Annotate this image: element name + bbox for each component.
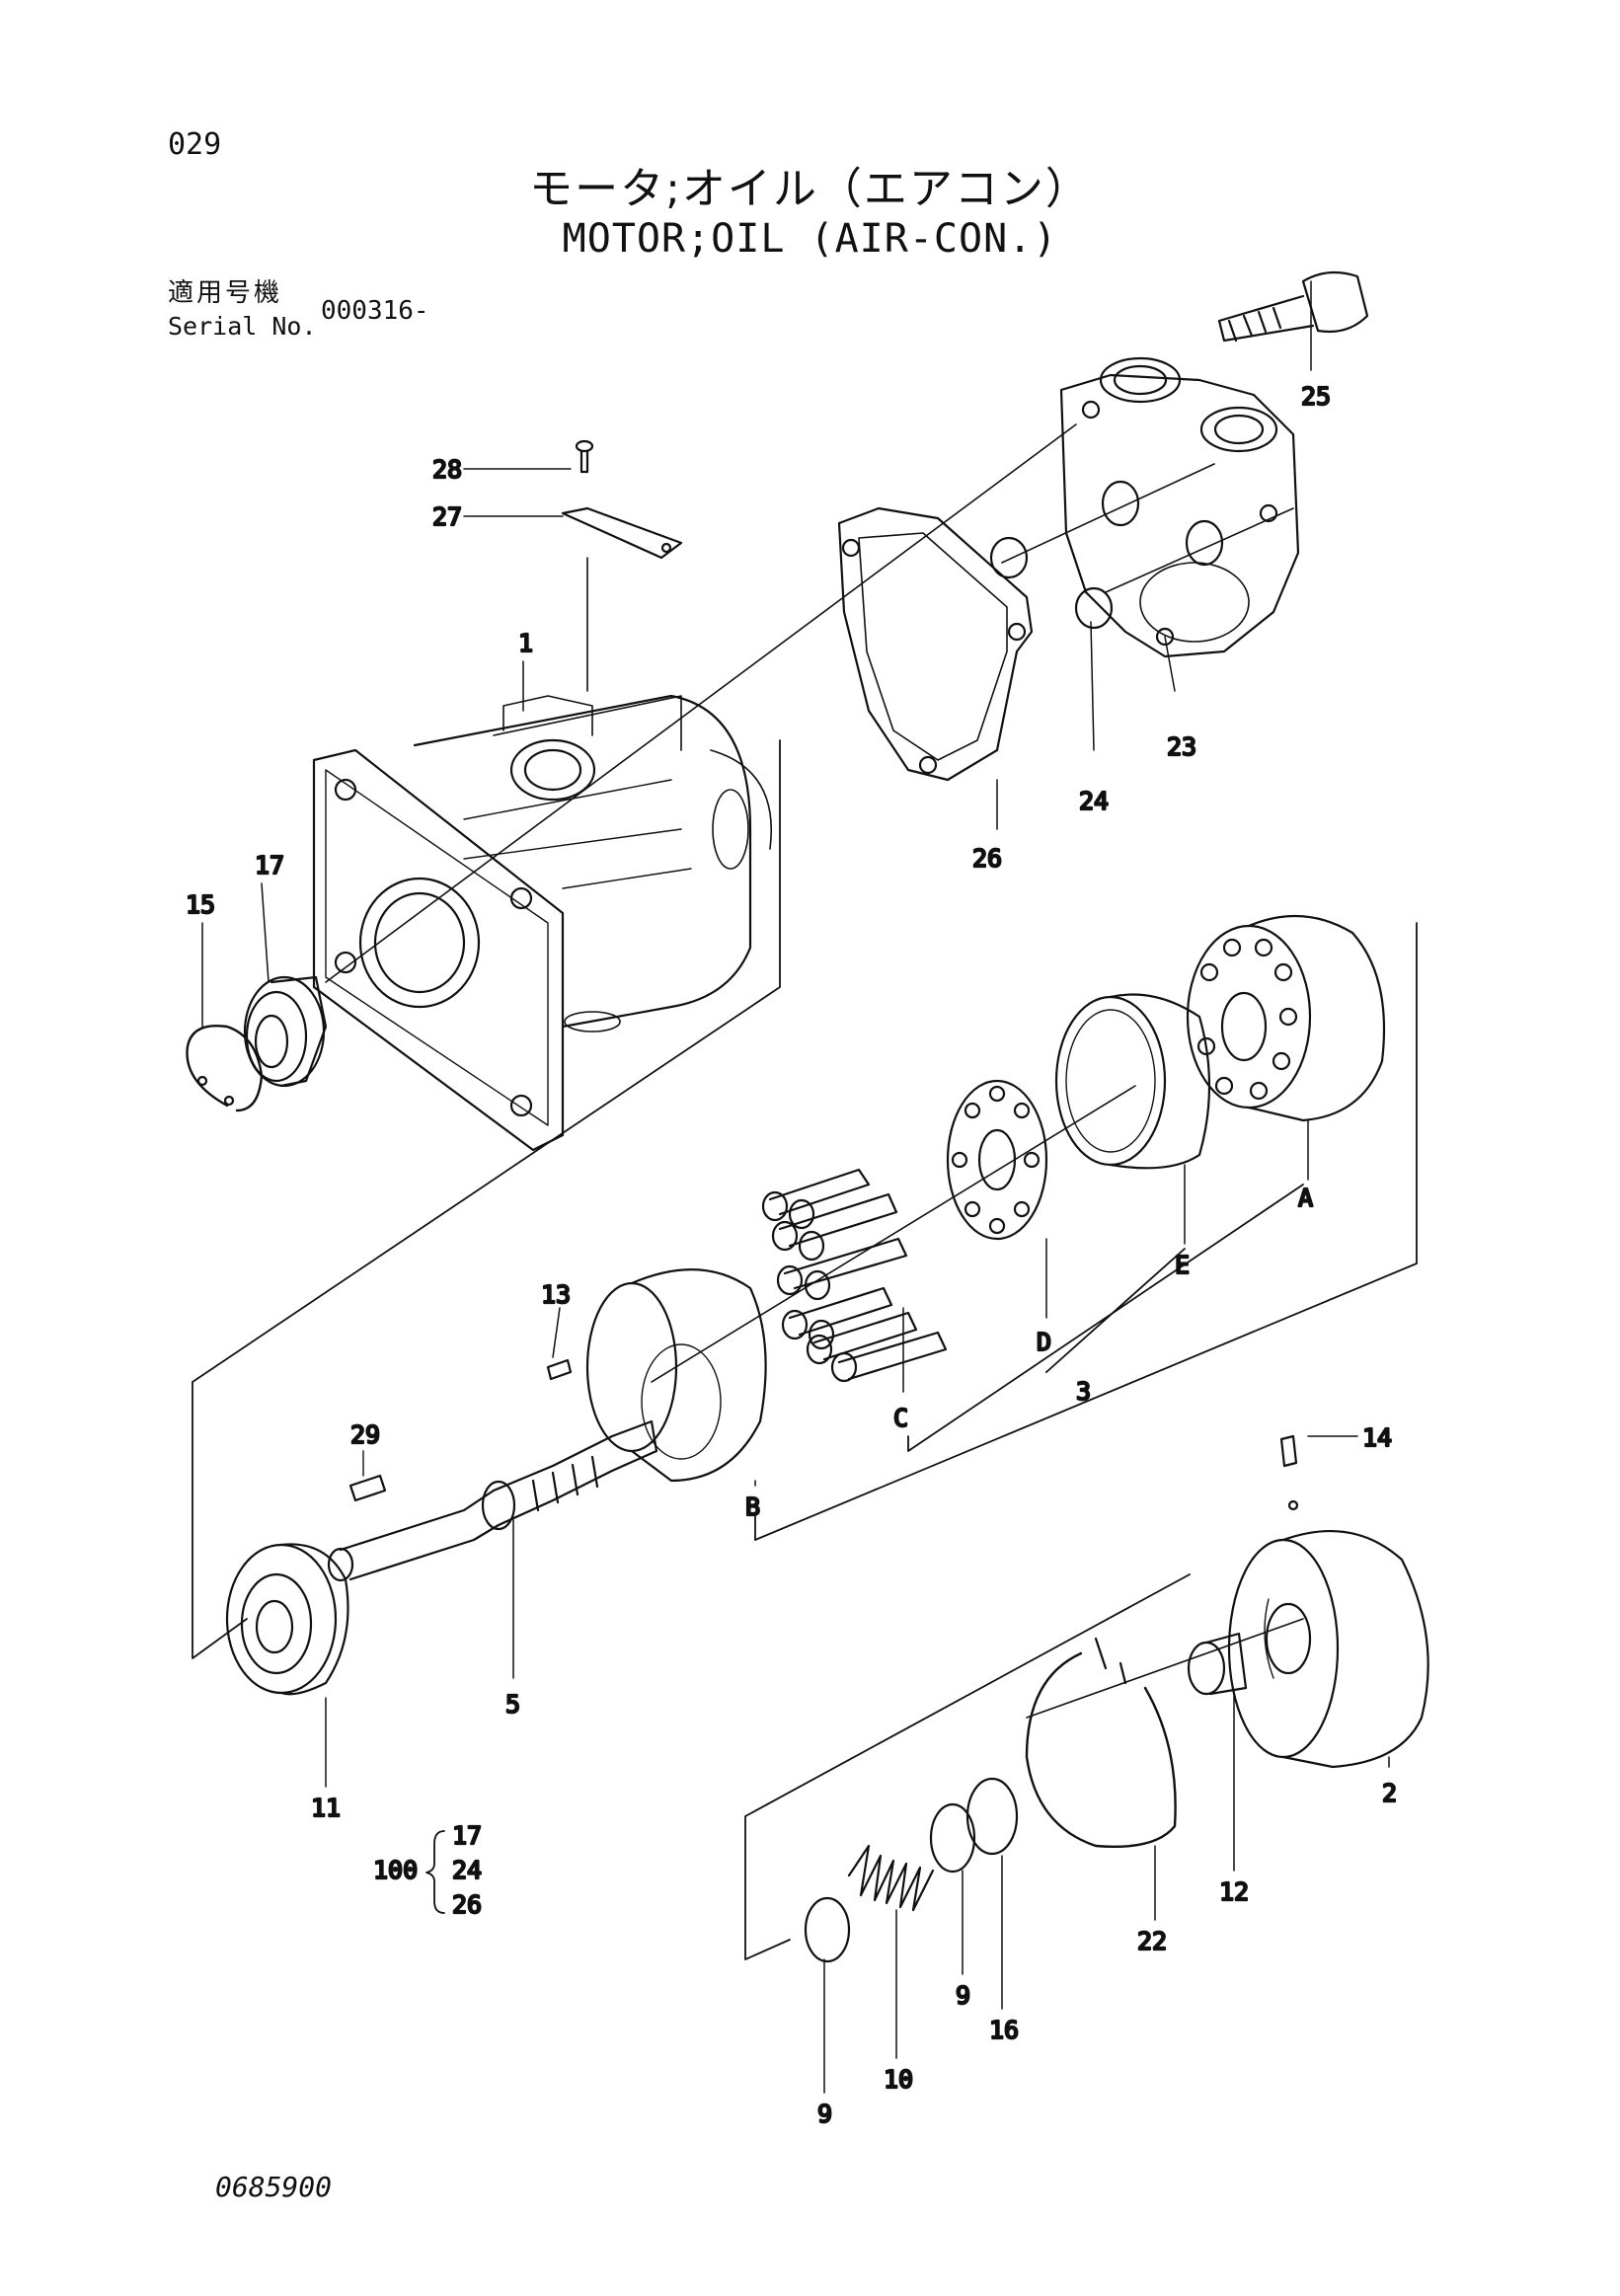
needle-bearing: [1187, 1632, 1248, 1696]
coil-spring: [847, 1844, 935, 1912]
callout-24: 24: [1079, 787, 1109, 815]
dowel-pin: [546, 1358, 573, 1381]
kit-item-3: 26: [452, 1890, 482, 1919]
swash-plate: [585, 1268, 767, 1483]
callout-29: 29: [350, 1420, 380, 1449]
callout-11: 11: [311, 1794, 341, 1822]
cam-ring: [1054, 993, 1211, 1170]
serial-label-japanese: 適用号機: [168, 278, 283, 308]
o-ring-lower: [1074, 586, 1114, 630]
cover-housing: [1059, 356, 1300, 658]
retaining-ring: [186, 1025, 264, 1112]
callout-labels: 1 28 27 25 23 24 26 17 15 A E D 3 13 C 2…: [185, 381, 1398, 2129]
callout-15: 15: [186, 890, 215, 919]
callout-5: 5: [505, 1690, 520, 1719]
end-cover: [1227, 1499, 1429, 1769]
callout-25: 25: [1301, 382, 1331, 411]
kit-item-2: 24: [452, 1856, 482, 1884]
kit-number: 100: [373, 1856, 418, 1884]
diagram-title-japanese: モータ;オイル（エアコン）: [529, 164, 1091, 214]
name-plate: [561, 506, 683, 560]
callout-B: B: [745, 1492, 760, 1521]
callout-13: 13: [541, 1280, 571, 1309]
shaft-key: [348, 1474, 387, 1502]
document-number: 0685900: [215, 2171, 333, 2203]
o-ring-upper: [989, 536, 1029, 579]
name-plate-hole: [660, 542, 672, 554]
plate-screw: [575, 439, 594, 474]
serial-value: 000316-: [321, 296, 429, 326]
callout-10: 10: [884, 2065, 913, 2094]
cap-screw: [1217, 270, 1369, 343]
serial-label-english: Serial No.: [168, 312, 317, 341]
callout-9-upper: 9: [956, 1981, 970, 2010]
leader-lines: [201, 280, 1390, 2094]
shim-ring-lower: [804, 1896, 851, 1963]
oil-seal: [243, 975, 328, 1088]
piston-set: [761, 1168, 948, 1383]
callout-23: 23: [1167, 732, 1196, 761]
kit-item-1: 17: [452, 1821, 482, 1850]
callout-2: 2: [1382, 1779, 1397, 1807]
diagram-title-english: MOTOR;OIL (AIR-CON.): [562, 216, 1058, 262]
bracket-middle: [754, 922, 1418, 1541]
kit-brace: [425, 1830, 445, 1914]
ball-bearing: [225, 1543, 349, 1696]
callout-27: 27: [432, 502, 462, 531]
cylinder-block: [1186, 914, 1386, 1122]
shim-ring-upper: [929, 1802, 976, 1874]
port-axis-line-2: [1105, 507, 1294, 593]
callout-A: A: [1298, 1184, 1313, 1212]
spring-pin-14: [1279, 1434, 1298, 1468]
callout-14: 14: [1362, 1423, 1392, 1452]
callout-C: C: [893, 1404, 908, 1432]
retaining-ring-16: [965, 1777, 1019, 1856]
motor-housing: [312, 694, 772, 1152]
callout-D: D: [1037, 1328, 1051, 1356]
valve-plate: [946, 1079, 1048, 1241]
middle-axis-line: [651, 1085, 1136, 1383]
callout-28: 28: [432, 455, 462, 484]
kit-group: 100 17 24 26: [372, 1820, 483, 1920]
callout-17: 17: [255, 851, 284, 880]
gasket: [837, 506, 1034, 782]
drive-shaft: [327, 1419, 658, 1582]
lower-bracket-line: [744, 1573, 1191, 1960]
port-axis-line-1: [1001, 463, 1215, 564]
callout-12: 12: [1219, 1877, 1249, 1906]
callout-22: 22: [1137, 1927, 1167, 1955]
callout-9-lower: 9: [817, 2100, 832, 2128]
callout-E: E: [1175, 1251, 1190, 1279]
callout-16: 16: [989, 2016, 1019, 2044]
callout-26: 26: [972, 844, 1002, 873]
lower-axis-line: [1026, 1618, 1304, 1719]
snap-ring: [1025, 1637, 1177, 1848]
callout-1: 1: [518, 629, 533, 657]
callout-3: 3: [1076, 1377, 1091, 1406]
page-number: 029: [168, 127, 222, 162]
housing-bracket-line: [192, 739, 781, 1659]
